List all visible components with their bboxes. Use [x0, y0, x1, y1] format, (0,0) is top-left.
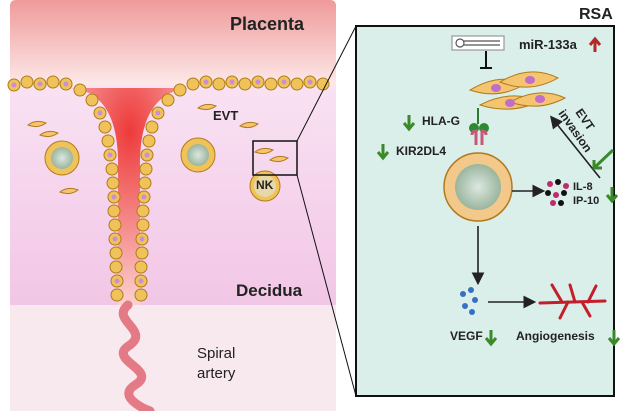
kir2dl4-receptor — [470, 129, 488, 145]
kir2dl4-label: KIR2DL4 — [396, 144, 447, 158]
nk-cell-large — [443, 152, 513, 222]
nk-cell-labeled — [249, 170, 281, 202]
nk-label: NK — [256, 178, 274, 192]
down-arrow-vegf — [484, 330, 498, 347]
evt-nuclei — [491, 76, 545, 107]
nk-cell-left-2 — [180, 137, 216, 173]
hla-g-label: HLA-G — [422, 114, 460, 128]
evt-label: EVT — [213, 108, 239, 123]
mirna-label: miR-133a — [519, 37, 577, 52]
evt-cells — [26, 103, 290, 195]
arrow-evt-invasion — [550, 115, 601, 179]
vegf-label: VEGF — [450, 329, 483, 343]
nk-cell-left-1 — [44, 140, 80, 176]
down-arrow-hla — [402, 115, 416, 132]
placenta-label: Placenta — [230, 14, 305, 34]
placenta-region — [10, 0, 336, 85]
mirna-hairpin-icon — [451, 35, 505, 51]
cytokine-dots — [545, 179, 569, 206]
trophoblast-nuclei — [11, 79, 313, 284]
inhibition-arrow — [480, 51, 492, 69]
decidua-label: Decidua — [236, 281, 303, 300]
spiral-label-line1: Spiral — [197, 345, 236, 362]
zoom-line-top — [296, 25, 357, 142]
down-arrow-kir — [376, 144, 390, 161]
il8-label: IL-8 — [573, 181, 593, 193]
lower-decidua-region — [10, 305, 336, 411]
angiogenesis-label: Angiogenesis — [516, 329, 595, 343]
decidua-region — [10, 85, 336, 305]
down-arrow-angiogenesis — [607, 330, 621, 347]
zoom-box — [252, 140, 298, 176]
placental-funnel — [70, 88, 190, 305]
spiral-label-line2: artery — [197, 365, 236, 382]
zoom-line-bottom — [296, 174, 357, 397]
vegf-dots — [460, 287, 478, 315]
ip10-label: IP-10 — [573, 195, 600, 207]
spiral-artery — [118, 300, 155, 416]
angiogenesis-vessel-icon — [538, 283, 607, 320]
rsa-title: RSA — [579, 6, 613, 23]
right-panel — [355, 25, 621, 397]
down-arrow-evt-invasion — [592, 148, 615, 170]
down-arrow-cytokines — [605, 187, 619, 204]
up-arrow-mirna — [588, 36, 602, 52]
left-panel — [7, 0, 357, 416]
